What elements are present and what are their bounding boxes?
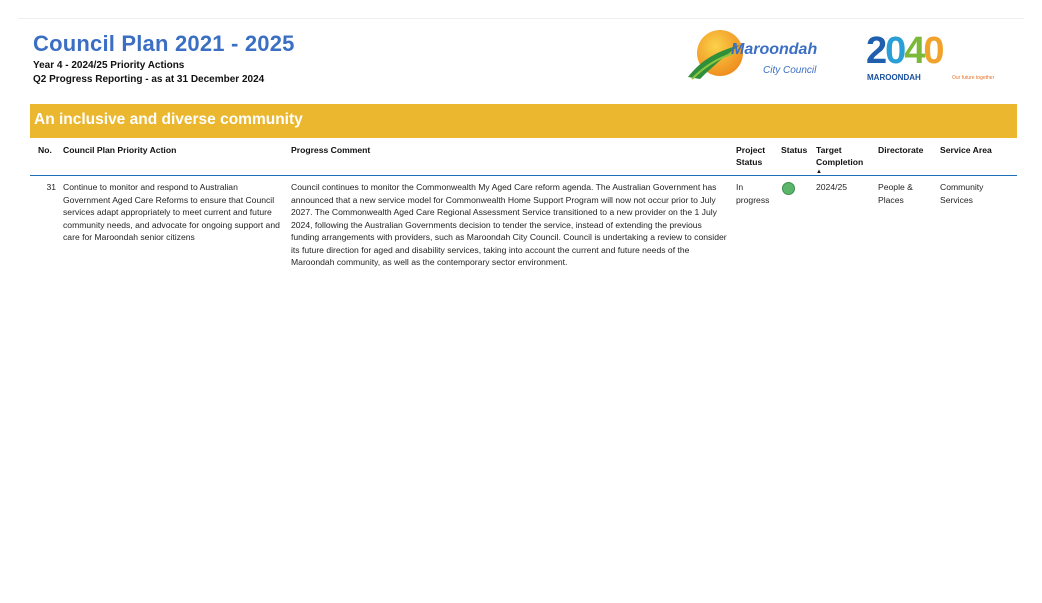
vision-2040-tagline: Our future together — [952, 75, 995, 81]
col-header-comment[interactable]: Progress Comment — [291, 145, 371, 155]
cell-no: 31 — [46, 182, 56, 192]
col-header-no[interactable]: No. — [38, 145, 52, 155]
col-header-action[interactable]: Council Plan Priority Action — [63, 145, 177, 155]
cell-action: Continue to monitor and respond to Austr… — [63, 182, 280, 242]
page-title: Council Plan 2021 - 2025 — [33, 31, 295, 56]
priority-actions-table: No. Council Plan Priority Action Progres… — [30, 141, 1017, 296]
digit-0-second: 0 — [923, 30, 944, 72]
year-subtitle: Year 4 - 2024/25 Priority Actions — [33, 60, 185, 71]
col-header-service-area[interactable]: Service Area — [940, 145, 992, 155]
maroondah-wordmark: Maroondah — [731, 41, 818, 58]
vision-2040-digits: 2040 — [866, 30, 945, 72]
col-header-target-completion[interactable]: Target Completion — [816, 145, 864, 167]
digit-2: 2 — [866, 30, 887, 72]
digit-0: 0 — [885, 30, 906, 72]
status-indicator-icon — [782, 182, 795, 195]
cell-project-status: In progress — [736, 182, 770, 205]
report-subtitle: Q2 Progress Reporting - as at 31 Decembe… — [33, 74, 265, 85]
digit-4: 4 — [904, 30, 925, 72]
section-banner: An inclusive and diverse community — [30, 104, 1017, 138]
cell-target-completion: 2024/25 — [816, 182, 848, 192]
city-council-wordmark: City Council — [763, 65, 817, 76]
table-header: No. Council Plan Priority Action Progres… — [30, 141, 1017, 176]
table-row[interactable]: 31 Continue to monitor and respond to Au… — [30, 176, 1017, 296]
maroondah-sun-icon — [688, 30, 743, 80]
vision-2040-name: MAROONDAH — [867, 73, 921, 82]
cell-service-area: Community Services — [940, 182, 984, 205]
cell-comment: Council continues to monitor the Commonw… — [291, 182, 727, 267]
report-page: Council Plan 2021 - 2025 Year 4 - 2024/2… — [18, 18, 1024, 589]
cell-directorate: People & Places — [878, 182, 913, 205]
col-header-project-status[interactable]: Project Status — [736, 145, 766, 167]
col-header-status[interactable]: Status — [781, 145, 808, 155]
col-header-directorate[interactable]: Directorate — [878, 145, 924, 155]
sort-ascending-icon[interactable]: ▲ — [816, 169, 822, 175]
maroondah-city-council-logo: Maroondah City Council — [682, 29, 832, 87]
section-heading: An inclusive and diverse community — [34, 111, 303, 128]
maroondah-2040-logo: 2040 MAROONDAH Our future together — [866, 30, 1006, 85]
